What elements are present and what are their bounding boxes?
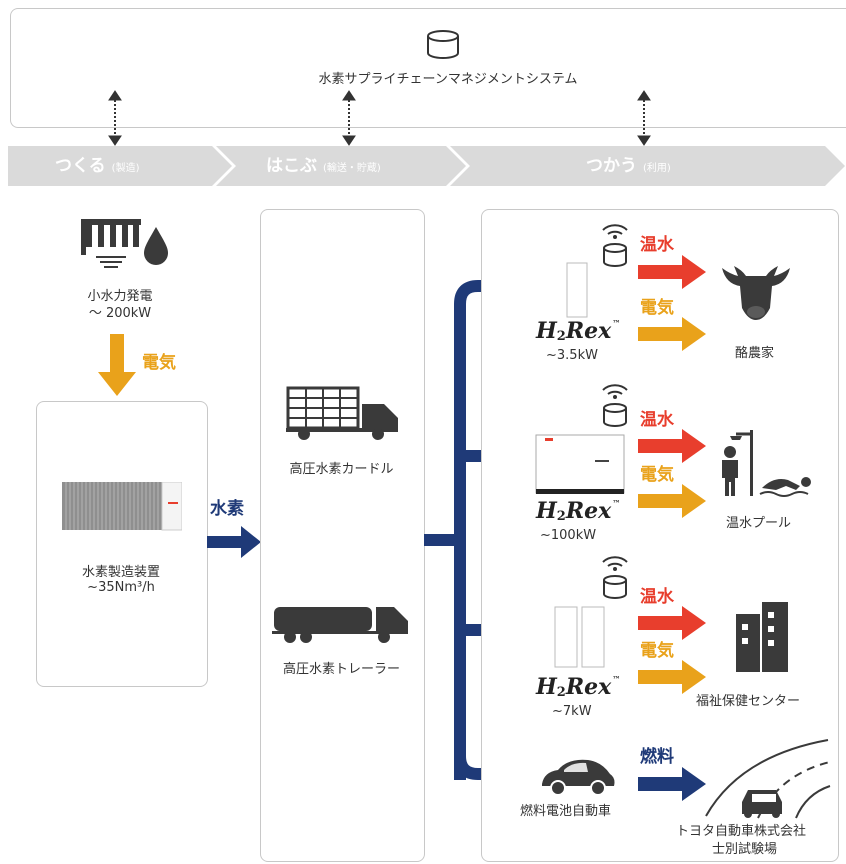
test-course-icon [705, 739, 831, 819]
link-arrow-use [637, 90, 651, 146]
hydrogen-trailer-icon [272, 607, 408, 643]
electricity-label: 電気 [640, 465, 674, 485]
device-value: ~35Nm³/h [87, 580, 155, 595]
wifi-storage-icon [602, 224, 628, 267]
wifi-storage-icon [602, 556, 628, 599]
destination-pool: 温水プール [726, 516, 792, 531]
link-arrow-transport [342, 90, 356, 146]
electricity-label: 電気 [640, 641, 674, 661]
hot-water-arrow [638, 606, 706, 640]
toyota-line1: トヨタ自動車株式会社 [676, 824, 807, 839]
database-icon [427, 30, 459, 59]
link-arrow-produce [108, 90, 122, 146]
hot-water-arrow [638, 255, 706, 289]
hydrogen-label: 水素 [210, 499, 244, 519]
hydrogen-arrow [207, 526, 261, 558]
system-title: 水素サプライチェーンマネジメントシステム [318, 72, 578, 87]
building-icon [736, 602, 788, 672]
hydrogen-generator-icon [62, 482, 182, 531]
stage-transport: はこぶ(輸送・貯蔵) [266, 156, 381, 176]
electricity-arrow [638, 317, 706, 351]
unit-capacity: ~100kW [540, 528, 597, 543]
cow-icon [722, 266, 790, 320]
toyota-line2: 士別試験場 [712, 842, 778, 857]
hot-water-label: 温水 [640, 587, 674, 607]
unit-capacity: ~7kW [552, 704, 592, 719]
stage-use: つかう(利用) [586, 156, 671, 176]
electricity-label: 電気 [142, 353, 176, 373]
trailer-label: 高圧水素トレーラー [282, 662, 400, 677]
electricity-down-arrow [98, 334, 136, 396]
hot-water-arrow [638, 429, 706, 463]
stage-band [8, 146, 845, 186]
hydro-value: ～ 200kW [88, 306, 152, 321]
wifi-storage-icon [602, 384, 628, 427]
hydrogen-device-box [36, 401, 208, 687]
fuel-cell-car-icon [542, 759, 615, 796]
curdle-label: 高圧水素カードル [289, 462, 394, 477]
h2rex-logo: H2Rex™ [536, 498, 621, 524]
destination-welfare-center: 福祉保健センター [696, 694, 801, 709]
h2rex-logo: H2Rex™ [536, 318, 621, 344]
h2rex-twin-unit [554, 606, 605, 668]
link-arrows [108, 90, 651, 146]
hydro-power-icon [81, 219, 168, 268]
fuel-label: 燃料 [640, 747, 674, 767]
h2rex-logo: H2Rex™ [536, 674, 621, 700]
hot-water-label: 温水 [640, 410, 674, 430]
h2rex-large-unit [535, 434, 625, 494]
fuel-arrow [638, 767, 706, 801]
electricity-arrow [638, 660, 706, 694]
supply-chain-system-box [10, 8, 846, 128]
electricity-label: 電気 [640, 298, 674, 318]
destination-dairy: 酪農家 [735, 346, 775, 361]
stage-produce: つくる(製造) [55, 156, 140, 176]
electricity-arrow [638, 484, 706, 518]
hydrogen-curdle-truck-icon [286, 386, 398, 440]
fcv-label: 燃料電池自動車 [520, 804, 612, 819]
device-label: 水素製造装置 [81, 565, 160, 580]
transport-box [260, 209, 425, 862]
pool-shower-icon [722, 430, 811, 497]
h2rex-small-unit [566, 262, 588, 318]
hydro-label: 小水力発電 [87, 289, 153, 304]
hot-water-label: 温水 [640, 235, 674, 255]
unit-capacity: ~3.5kW [546, 348, 598, 363]
